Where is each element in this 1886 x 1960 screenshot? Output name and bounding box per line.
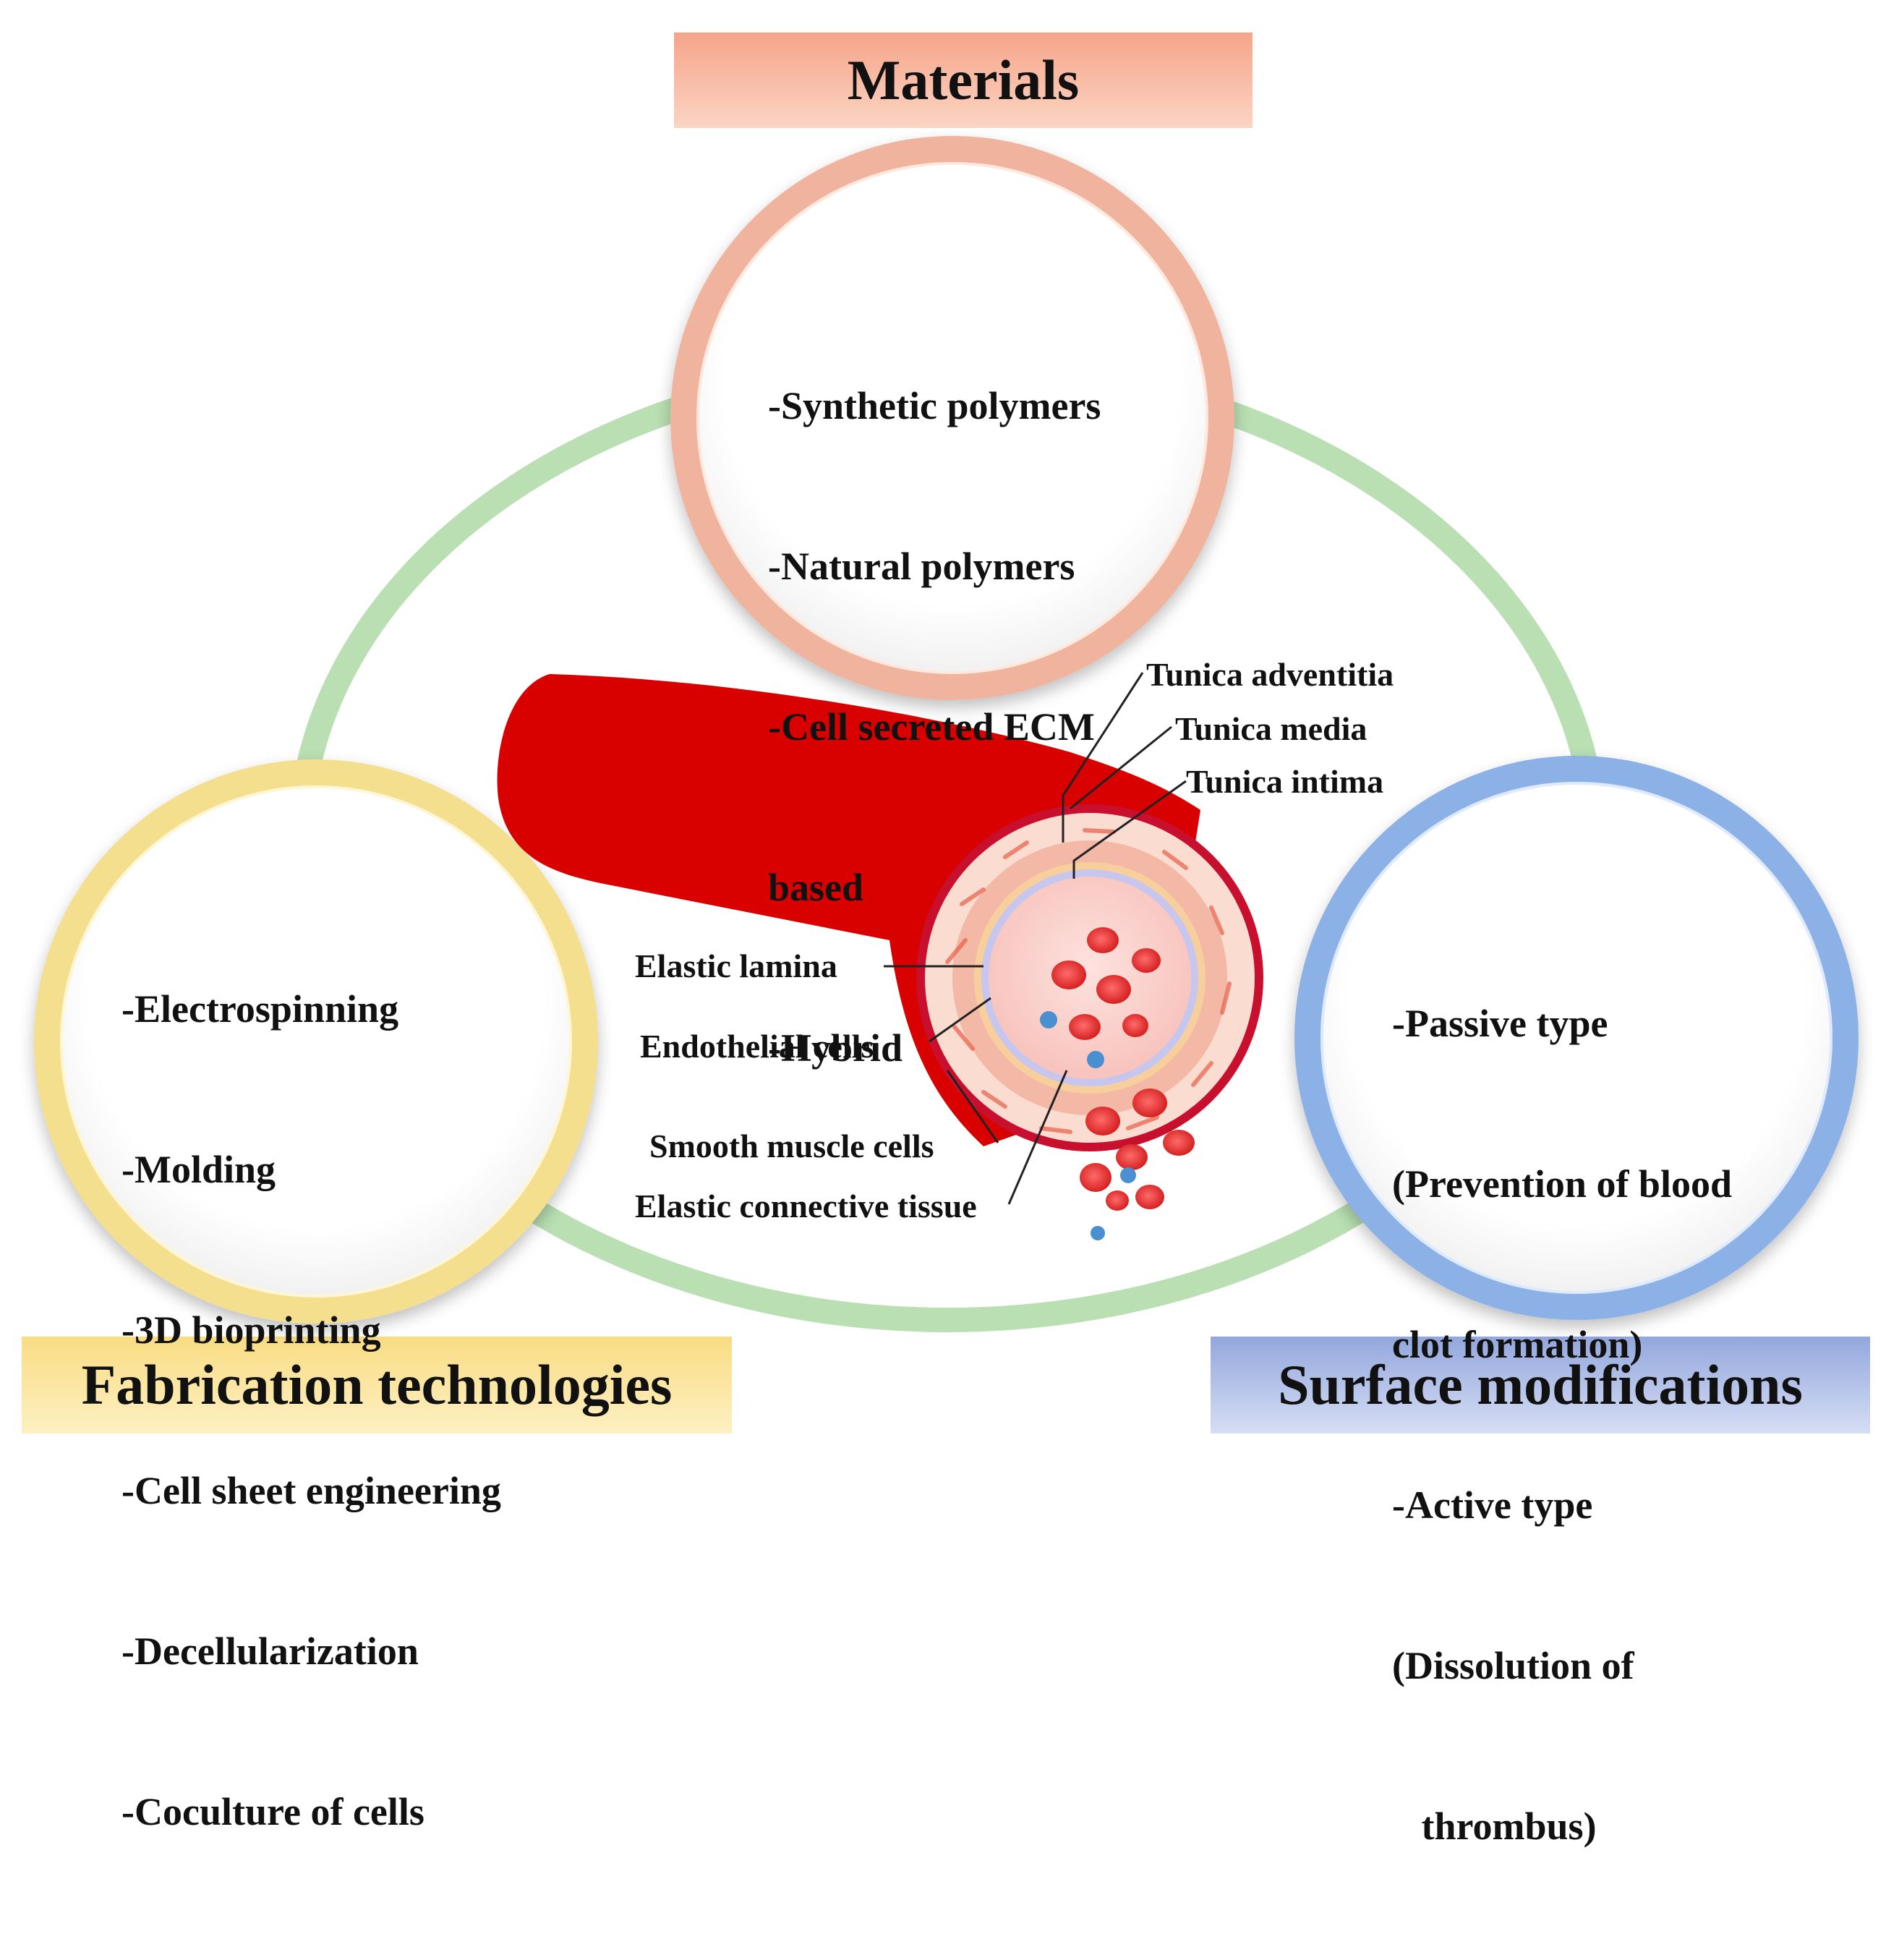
surface-banner: Surface modifications: [1211, 1337, 1870, 1433]
materials-item: -Hybrid: [768, 1026, 903, 1070]
fabrication-item: -Coculture of cells: [121, 1790, 424, 1833]
fabrication-banner-label: Fabrication technologies: [81, 1353, 673, 1416]
materials-item: -Cell secreted ECM: [768, 705, 1095, 749]
materials-list: -Synthetic polymers -Natural polymers -C…: [768, 272, 1101, 1182]
label-tunica-intima: Tunica intima: [1186, 763, 1384, 800]
red-blood-cells: [1051, 927, 1195, 1211]
surface-circle: [1294, 756, 1859, 1320]
materials-item: -Natural polymers: [768, 545, 1075, 588]
smooth-muscle-streaks: [945, 828, 1232, 1134]
fabrication-item: -Molding: [121, 1148, 276, 1191]
surface-item: clot formation): [1392, 1323, 1643, 1366]
platelets: [1040, 1011, 1136, 1240]
surface-item: -Active type: [1392, 1483, 1593, 1527]
label-leader-lines: [884, 672, 1187, 1205]
materials-item: -Synthetic polymers: [768, 384, 1101, 427]
label-tunica-adventitia: Tunica adventitia: [1146, 656, 1394, 693]
surface-banner-label: Surface modifications: [1278, 1353, 1803, 1416]
materials-banner-label: Materials: [847, 48, 1080, 111]
label-smooth-muscle-cells: Smooth muscle cells: [649, 1128, 934, 1164]
label-elastic-connective-tissue: Elastic connective tissue: [635, 1188, 977, 1224]
label-tunica-media: Tunica media: [1175, 710, 1367, 747]
surface-item: (Dissolution of: [1392, 1644, 1634, 1687]
surface-item: -Passive type: [1392, 1002, 1608, 1045]
fabrication-item: -3D bioprinting: [121, 1308, 381, 1352]
materials-banner: Materials: [674, 33, 1253, 128]
fabrication-item: -Electrospinning: [121, 987, 399, 1031]
blood-vessel-illustration: [497, 672, 1263, 1240]
diagram-canvas: Materials Fabrication technologies Surfa…: [22, 33, 1870, 1848]
label-endothelial-cells: Endothelial cells: [640, 1028, 874, 1065]
materials-item: based: [768, 866, 864, 909]
surface-list: -Passive type (Prevention of blood clot …: [1392, 890, 1732, 1960]
label-elastic-lamina: Elastic lamina: [635, 947, 837, 984]
fabrication-list: -Electrospinning -Molding -3D bioprintin…: [121, 875, 501, 1946]
fabrication-banner: Fabrication technologies: [22, 1337, 732, 1433]
fabrication-item: -Decellularization: [121, 1629, 419, 1673]
fabrication-item: -Cell sheet engineering: [121, 1469, 501, 1512]
surface-item: thrombus): [1392, 1805, 1597, 1848]
surface-item: (Prevention of blood: [1392, 1162, 1732, 1206]
